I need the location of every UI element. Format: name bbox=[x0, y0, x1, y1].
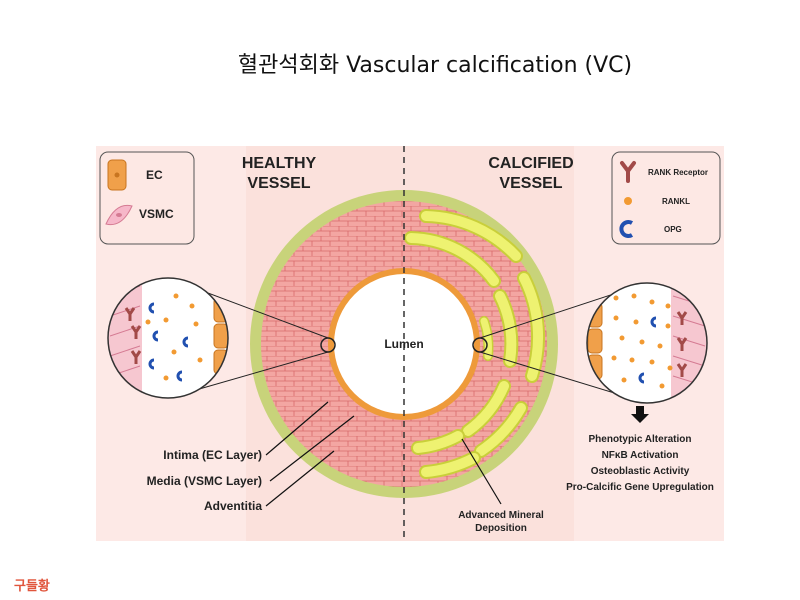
calcified-heading-line1: CALCIFIED bbox=[488, 155, 573, 172]
legend-vsmc-label: VSMC bbox=[139, 207, 174, 221]
healthy-heading-line1: HEALTHY bbox=[242, 155, 317, 172]
deposition-label-group: Advanced Mineral Deposition bbox=[458, 438, 544, 534]
legend-rank-receptor-label: RANK Receptor bbox=[648, 168, 708, 177]
healthy-heading-line2: VESSEL bbox=[247, 175, 310, 192]
rank-receptor-icon bbox=[620, 161, 636, 183]
legend-right: RANK Receptor RANKL OPG bbox=[611, 151, 721, 245]
intima-label: Intima (EC Layer) bbox=[163, 448, 262, 462]
legend-left: EC VSMC bbox=[99, 151, 195, 245]
down-arrow-icon bbox=[631, 406, 649, 423]
vascular-calcification-diagram: HEALTHY VESSEL CALCIFIED VESSEL Lumen EC… bbox=[96, 146, 724, 541]
legend-ec-label: EC bbox=[146, 168, 163, 182]
effects-list: Phenotypic Alteration NFκB Activation Os… bbox=[566, 434, 714, 493]
deposition-label-line1: Advanced Mineral bbox=[458, 510, 544, 521]
rankl-dot-icon bbox=[624, 197, 632, 205]
legend-opg-label: OPG bbox=[664, 225, 682, 234]
ec-cell-icon bbox=[107, 159, 127, 191]
adventitia-label: Adventitia bbox=[204, 499, 262, 513]
legend-rankl-label: RANKL bbox=[662, 197, 690, 206]
media-label: Media (VSMC Layer) bbox=[147, 474, 262, 488]
effect-item: NFκB Activation bbox=[602, 450, 679, 461]
zoom-inset-healthy bbox=[107, 277, 229, 399]
layer-labels: Intima (EC Layer) Media (VSMC Layer) Adv… bbox=[147, 401, 355, 513]
vsmc-cell-icon bbox=[105, 204, 133, 226]
zoom-inset-calcified bbox=[586, 282, 708, 404]
effect-item: Pro-Calcific Gene Upregulation bbox=[566, 482, 714, 493]
effect-item: Phenotypic Alteration bbox=[589, 434, 692, 445]
author-label: 구들황 bbox=[14, 579, 50, 594]
slide-title: 혈관석회화 Vascular calcification (VC) bbox=[237, 53, 633, 78]
opg-crescent-icon bbox=[619, 220, 634, 238]
deposition-label-line2: Deposition bbox=[475, 523, 527, 534]
calcified-heading-line2: VESSEL bbox=[499, 175, 562, 192]
calcium-deposits bbox=[404, 209, 546, 479]
diagram-canvas: HEALTHY VESSEL CALCIFIED VESSEL Lumen EC… bbox=[96, 146, 724, 541]
lumen-label: Lumen bbox=[384, 337, 423, 351]
effect-item: Osteoblastic Activity bbox=[591, 466, 690, 477]
